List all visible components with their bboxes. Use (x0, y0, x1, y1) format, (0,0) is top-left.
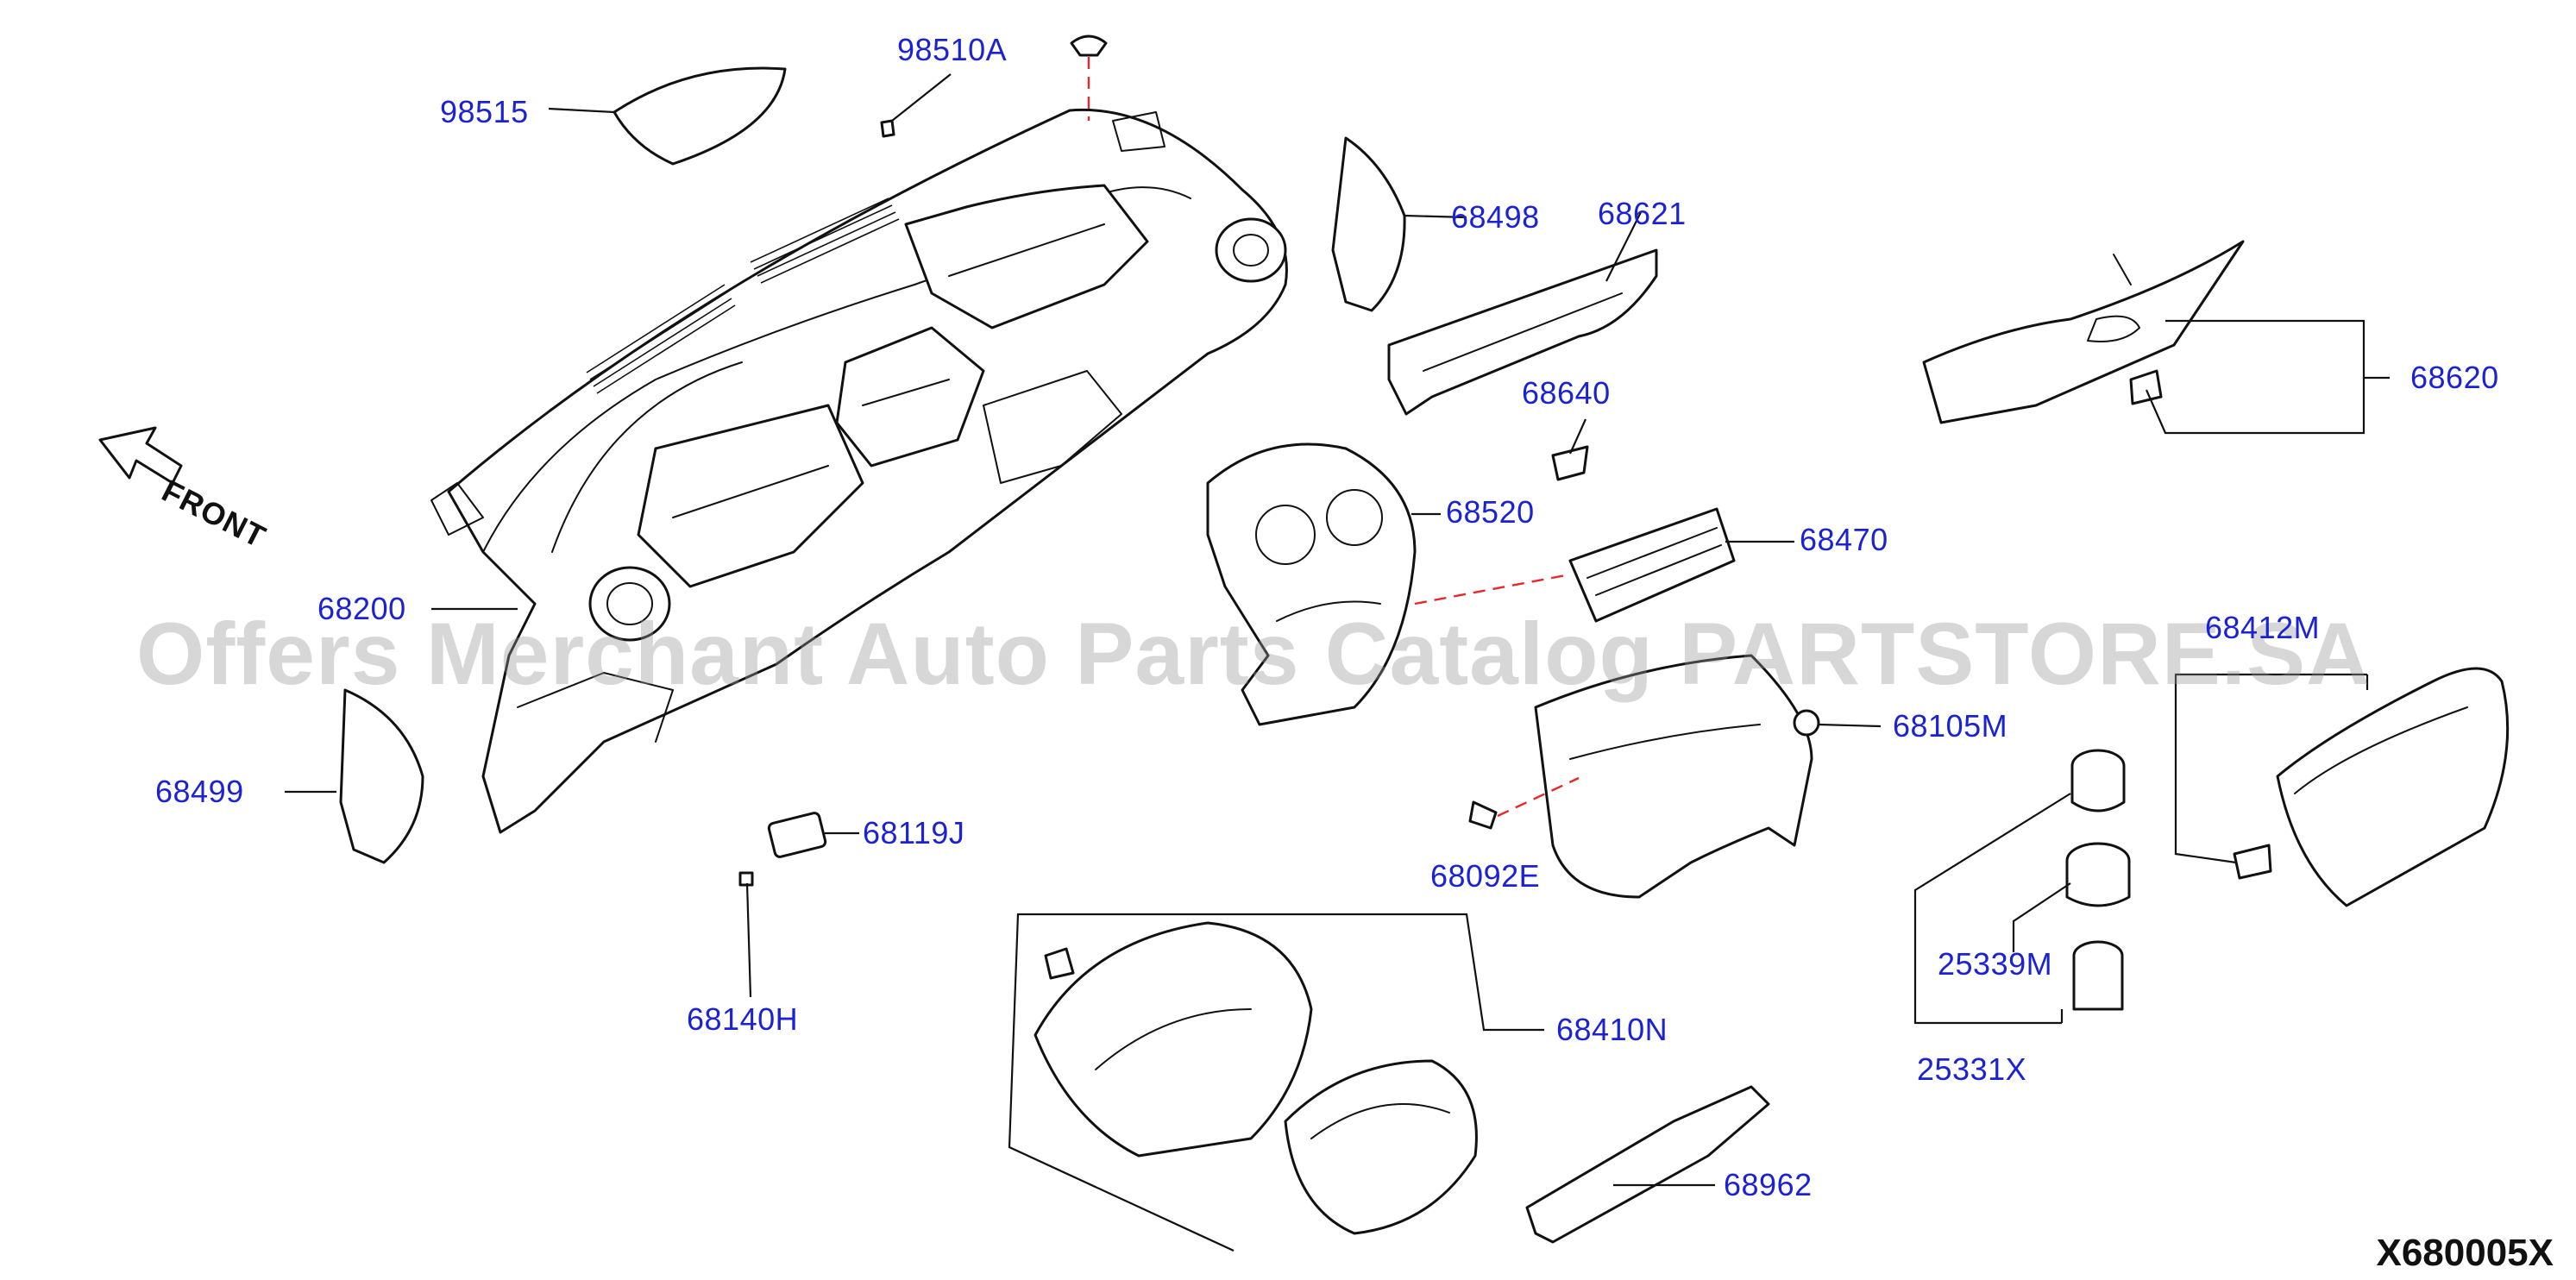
callout-68620[interactable]: 68620 (2410, 360, 2499, 395)
dashed-locators (1087, 57, 1580, 818)
cluster-finisher-68520 (1206, 442, 1417, 726)
callout-68092E[interactable]: 68092E (1430, 858, 1541, 894)
callout-68410N[interactable]: 68410N (1556, 1012, 1668, 1047)
callout-68140H[interactable]: 68140H (687, 1001, 799, 1037)
callout-25339M[interactable]: 25339M (1938, 946, 2053, 982)
clip-68140H (738, 871, 754, 887)
clip-68092E (1468, 800, 1498, 830)
callout-68499[interactable]: 68499 (155, 774, 244, 809)
clip-68640 (1551, 445, 1589, 481)
tray-68470 (1568, 507, 1736, 623)
callout-68105M[interactable]: 68105M (1893, 708, 2008, 744)
side-lid-68499 (339, 688, 424, 864)
socket-group-25331X (2065, 749, 2131, 1011)
defroster-grille-left (586, 284, 736, 394)
callout-68640[interactable]: 68640 (1522, 375, 1611, 411)
upper-box-68412M (2233, 667, 2510, 907)
callout-68470[interactable]: 68470 (1800, 522, 1888, 557)
callout-68498[interactable]: 68498 (1451, 199, 1540, 235)
pad-68119J (767, 812, 827, 858)
diagram-code: X680005X (2376, 1232, 2554, 1274)
callout-68119J[interactable]: 68119J (863, 815, 965, 850)
watermark-text: Offers Merchant Auto Parts Catalog PARTS… (136, 605, 2371, 703)
front-arrow-icon (98, 426, 183, 485)
glove-box-68620 (1922, 240, 2245, 424)
clip-98510A (880, 35, 1108, 138)
cluster-lid-68410N (1034, 921, 1478, 1235)
callout-68621[interactable]: 68621 (1598, 196, 1687, 231)
callout-98515[interactable]: 98515 (440, 94, 529, 129)
defroster-grille-right (750, 198, 900, 284)
callout-68520[interactable]: 68520 (1446, 494, 1535, 530)
side-finisher-68498 (1331, 136, 1406, 312)
callout-98510A[interactable]: 98510A (897, 32, 1008, 67)
callout-68412M[interactable]: 68412M (2205, 610, 2321, 645)
callout-25331X[interactable]: 25331X (1917, 1051, 2027, 1087)
leader-lines (285, 73, 2390, 1252)
callout-68200[interactable]: 68200 (317, 591, 406, 626)
lower-finisher-68105M (1534, 654, 1820, 899)
instrument-panel-68200 (430, 108, 1288, 834)
speaker-grille-98515 (613, 66, 787, 166)
callout-68962[interactable]: 68962 (1724, 1167, 1813, 1202)
bracket-68962 (1525, 1085, 1770, 1244)
